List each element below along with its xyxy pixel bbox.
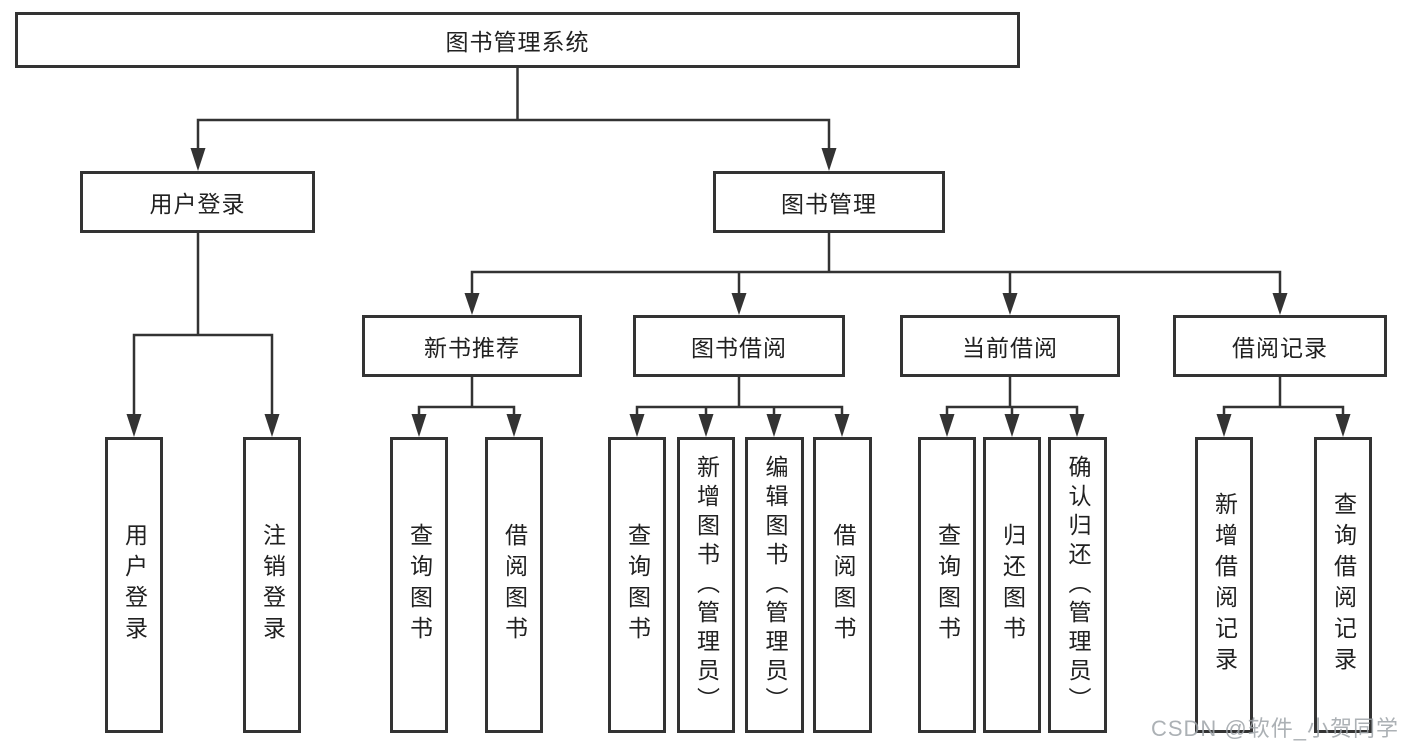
connector-borrow-records-children: [1222, 375, 1345, 418]
arrowheads: [126, 148, 1351, 437]
node-label: 借阅图书: [501, 523, 528, 647]
node-label: 确认归还（管理员）: [1065, 454, 1091, 716]
arrow-icon: [821, 148, 837, 171]
node-label: 注销登录: [259, 523, 286, 647]
node-leaf-query-books-2: 查询图书: [608, 437, 666, 733]
node-label: 图书借阅: [691, 335, 787, 361]
node-library-management-system: 图书管理系统: [15, 12, 1020, 68]
connector-current-borrow-children: [945, 375, 1079, 418]
node-leaf-add-books-admin: 新增图书（管理员）: [677, 437, 735, 733]
node-book-borrow: 图书借阅: [633, 315, 845, 377]
arrow-icon: [264, 414, 280, 437]
node-label: 当前借阅: [962, 335, 1058, 361]
arrow-icon: [506, 414, 522, 437]
arrow-icon: [1002, 293, 1018, 315]
node-label: 查询借阅记录: [1330, 492, 1357, 678]
node-leaf-borrow-books-1: 借阅图书: [485, 437, 543, 733]
node-label: 用户登录: [149, 191, 246, 217]
node-leaf-query-books-3: 查询图书: [918, 437, 976, 733]
arrow-icon: [731, 293, 747, 315]
node-label: 查询图书: [624, 523, 651, 647]
node-label: 编辑图书（管理员）: [762, 454, 788, 716]
node-label: 图书管理: [781, 191, 877, 217]
node-label: 新书推荐: [424, 335, 520, 361]
node-leaf-logout: 注销登录: [243, 437, 301, 733]
node-leaf-borrow-books-2: 借阅图书: [813, 437, 872, 733]
arrow-icon: [834, 414, 850, 437]
arrow-icon: [1004, 414, 1020, 437]
connector-user-login-children: [132, 231, 274, 418]
node-current-borrow: 当前借阅: [900, 315, 1120, 377]
arrow-icon: [1069, 414, 1085, 437]
node-leaf-user-login: 用户登录: [105, 437, 163, 733]
node-label: 归还图书: [999, 523, 1026, 647]
node-leaf-return-books: 归还图书: [983, 437, 1041, 733]
node-book-management: 图书管理: [713, 171, 945, 233]
node-label: 查询图书: [406, 523, 433, 647]
arrow-icon: [126, 414, 142, 437]
connector-book-mgmt-children: [470, 231, 1282, 297]
arrow-icon: [1272, 293, 1288, 315]
node-new-book-recommend: 新书推荐: [362, 315, 582, 377]
node-leaf-edit-books-admin: 编辑图书（管理员）: [745, 437, 804, 733]
arrow-icon: [464, 293, 480, 315]
arrow-icon: [1335, 414, 1351, 437]
node-label: 图书管理系统: [445, 29, 590, 55]
arrow-icon: [411, 414, 427, 437]
connector-root-to-level2: [196, 66, 831, 152]
arrow-icon: [629, 414, 645, 437]
node-borrow-records: 借阅记录: [1173, 315, 1387, 377]
node-label: 新增图书（管理员）: [693, 454, 720, 716]
node-leaf-add-borrow-record: 新增借阅记录: [1195, 437, 1253, 733]
node-label: 借阅记录: [1232, 335, 1328, 361]
arrow-icon: [698, 414, 714, 437]
node-label: 借阅图书: [830, 523, 856, 647]
node-label: 新增借阅记录: [1211, 492, 1238, 678]
arrow-icon: [1216, 414, 1232, 437]
node-leaf-query-borrow-record: 查询借阅记录: [1314, 437, 1372, 733]
node-label: 查询图书: [934, 523, 961, 647]
arrow-icon: [939, 414, 955, 437]
connector-new-book-children: [417, 375, 516, 418]
node-leaf-confirm-return-admin: 确认归还（管理员）: [1048, 437, 1107, 733]
node-user-login: 用户登录: [80, 171, 315, 233]
arrow-icon: [766, 414, 782, 437]
connector-book-borrow-children: [635, 375, 844, 418]
node-label: 用户登录: [121, 523, 148, 647]
node-leaf-query-books-1: 查询图书: [390, 437, 448, 733]
arrow-icon: [190, 148, 206, 171]
